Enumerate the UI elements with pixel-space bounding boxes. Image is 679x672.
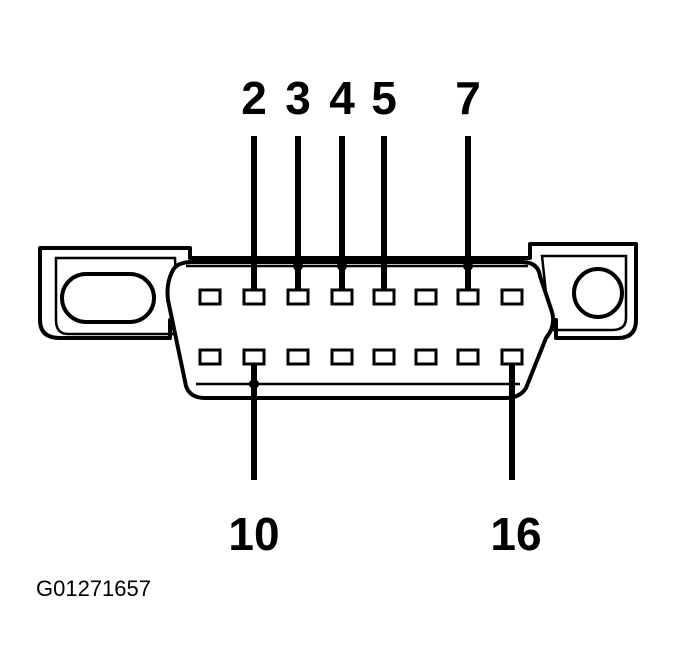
figure-id: G01271657 (36, 576, 151, 601)
leader-junction-dot (463, 261, 473, 271)
pin-cavity-12 (330, 348, 354, 366)
pin-cavity-2 (242, 288, 266, 306)
pin-cavity-14 (414, 348, 438, 366)
leader-junction-dot (249, 379, 259, 389)
right-flange-inner (540, 254, 628, 332)
pin-label-2: 2 (241, 72, 267, 124)
pin-cavity-6 (414, 288, 438, 306)
pin-cavity-9 (198, 348, 222, 366)
left-mounting-slot (60, 272, 156, 324)
bottom-pin-row (198, 348, 524, 366)
pin-cavity-3 (286, 288, 310, 306)
pin-label-10: 10 (228, 508, 279, 560)
pin-label-16: 16 (490, 508, 541, 560)
pin-cavity-16 (500, 348, 524, 366)
pin-label-3: 3 (285, 72, 311, 124)
pin-cavity-15 (456, 348, 480, 366)
pin-cavity-5 (372, 288, 396, 306)
right-mounting-hole (572, 267, 624, 319)
pin-cavity-1 (198, 288, 222, 306)
pin-label-4: 4 (329, 72, 355, 124)
pin-cavity-10 (242, 348, 266, 366)
top-pin-row (198, 288, 524, 306)
leader-junction-dot (337, 261, 347, 271)
pin-cavity-13 (372, 348, 396, 366)
pin-leader-lines (249, 136, 515, 480)
leader-junction-dot (293, 261, 303, 271)
pin-cavity-8 (500, 288, 524, 306)
connector-body (165, 260, 556, 400)
pin-label-5: 5 (371, 72, 397, 124)
pin-cavity-7 (456, 288, 480, 306)
pin-label-7: 7 (455, 72, 481, 124)
pin-cavity-4 (330, 288, 354, 306)
pin-cavity-11 (286, 348, 310, 366)
left-flange-inner (54, 256, 180, 336)
